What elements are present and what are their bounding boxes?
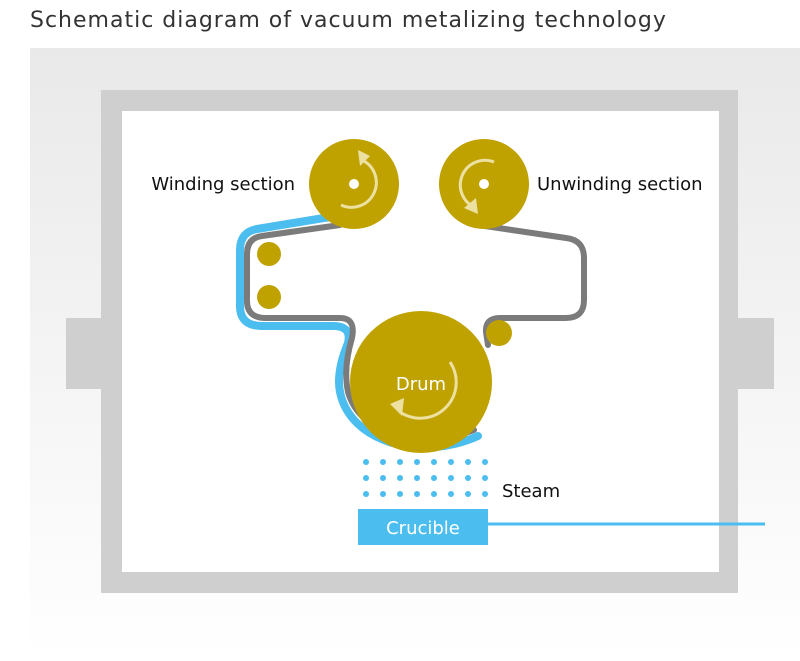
crucible-label: Crucible [386,518,460,539]
axle-icon [349,179,359,189]
winding-section-label: Winding section [151,174,295,195]
drum-label: Drum [396,374,446,395]
winding-roller [309,139,399,229]
guide-roller [486,320,512,346]
page-title: Schematic diagram of vacuum metalizing t… [30,8,667,33]
steam-dots [363,459,488,497]
rotation-arrow-icon [358,150,370,166]
right-chamber-port [736,318,774,389]
guide-roller [257,285,281,309]
coated-film-path [236,213,482,452]
steam-label: Steam [502,481,560,502]
guide-roller [257,242,281,266]
left-chamber-port [66,318,104,389]
film-path-unwinding-side [482,223,587,348]
drum [350,311,492,453]
axle-icon [479,179,489,189]
unwinding-roller [439,139,529,229]
rotation-arrow-icon [390,398,404,416]
unwinding-section-label: Unwinding section [537,174,703,195]
crucible [358,509,488,545]
rotation-arrow-icon [464,198,478,214]
